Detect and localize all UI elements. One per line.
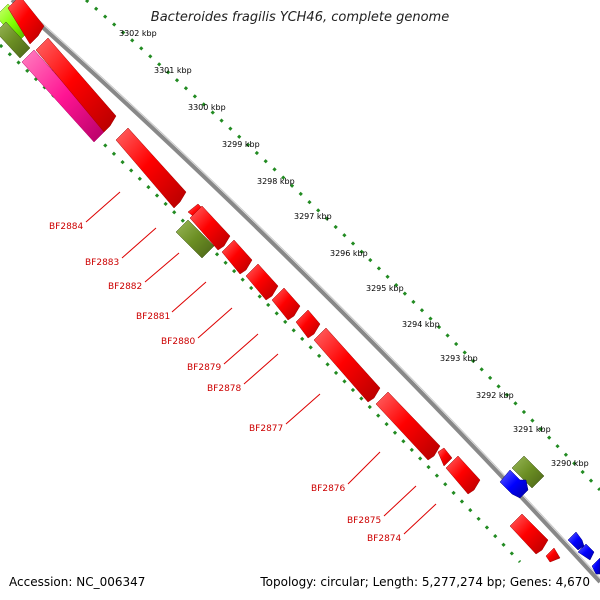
blue-feature[interactable] xyxy=(567,531,585,551)
tick-label: 3291 kbp xyxy=(513,425,551,434)
tick-label: 3302 kbp xyxy=(119,29,157,38)
tick-label: 3296 kbp xyxy=(330,249,368,258)
blue-feature[interactable] xyxy=(591,557,600,575)
outer-scale-ring xyxy=(85,0,600,492)
kbp-tick-labels: 3302 kbp 3301 kbp 3300 kbp 3299 kbp 3298… xyxy=(119,29,589,468)
genome-summary-text: Topology: circular; Length: 5,277,274 bp… xyxy=(260,575,590,589)
tick-label: 3293 kbp xyxy=(440,354,478,363)
tick-label: 3297 kbp xyxy=(294,212,332,221)
cds-arrow[interactable] xyxy=(35,37,117,133)
leader-line xyxy=(121,227,157,259)
cds-track xyxy=(7,0,561,563)
gene-label[interactable]: BF2878 xyxy=(207,384,242,394)
cds-arrow[interactable] xyxy=(7,0,45,45)
cds-arrow[interactable] xyxy=(375,391,441,461)
tick-label: 3292 kbp xyxy=(476,391,514,400)
tick-label: 3300 kbp xyxy=(188,103,226,112)
gene-label[interactable]: BF2874 xyxy=(367,534,402,544)
gene-leader-lines xyxy=(85,191,437,535)
accession-text: Accession: NC_006347 xyxy=(9,575,146,589)
tick-label: 3301 kbp xyxy=(154,66,192,75)
cds-arrow[interactable] xyxy=(545,547,561,563)
blue-feature[interactable] xyxy=(499,469,529,499)
cds-arrow[interactable] xyxy=(313,327,381,403)
olive-feature[interactable] xyxy=(175,219,215,259)
gene-label[interactable]: BF2875 xyxy=(347,516,381,526)
leader-line xyxy=(171,281,207,313)
cds-arrow[interactable] xyxy=(271,287,301,321)
genome-backbone xyxy=(10,0,600,584)
gene-label[interactable]: BF2876 xyxy=(311,484,346,494)
tick-label: 3294 kbp xyxy=(402,320,440,329)
map-title: Bacteroides fragilis YCH46, complete gen… xyxy=(150,10,450,25)
tick-label: 3298 kbp xyxy=(257,177,295,186)
gene-label[interactable]: BF2884 xyxy=(49,222,84,232)
cds-arrow[interactable] xyxy=(437,447,453,467)
cds-arrow[interactable] xyxy=(295,309,321,339)
leader-line xyxy=(197,307,233,339)
cds-arrow[interactable] xyxy=(245,263,279,301)
cds-arrow[interactable] xyxy=(221,239,253,275)
gene-label[interactable]: BF2881 xyxy=(136,312,170,322)
blue-feature[interactable] xyxy=(577,543,595,561)
tick-label: 3295 kbp xyxy=(366,284,404,293)
leader-line xyxy=(85,191,121,223)
tick-label: 3299 kbp xyxy=(222,140,260,149)
leader-line xyxy=(285,393,321,425)
olive-feature-left[interactable] xyxy=(0,21,31,59)
cds-arrow[interactable] xyxy=(445,455,481,495)
leader-line xyxy=(383,485,417,517)
leader-line xyxy=(243,353,279,385)
cds-arrow[interactable] xyxy=(509,513,549,555)
gene-labels: BF2884 BF2883 BF2882 BF2881 BF2880 BF287… xyxy=(49,222,402,544)
leader-line xyxy=(223,333,259,365)
gene-label[interactable]: BF2879 xyxy=(187,363,222,373)
gene-label[interactable]: BF2880 xyxy=(161,337,196,347)
gene-label[interactable]: BF2877 xyxy=(249,424,283,434)
leader-line xyxy=(144,252,180,283)
gene-label[interactable]: BF2882 xyxy=(108,282,142,292)
tick-label: 3290 kbp xyxy=(551,459,589,468)
leader-line xyxy=(347,451,381,485)
gene-label[interactable]: BF2883 xyxy=(85,258,119,268)
leader-line xyxy=(403,503,437,535)
cds-arrow[interactable] xyxy=(115,127,187,209)
cds-arrow[interactable] xyxy=(189,205,231,251)
